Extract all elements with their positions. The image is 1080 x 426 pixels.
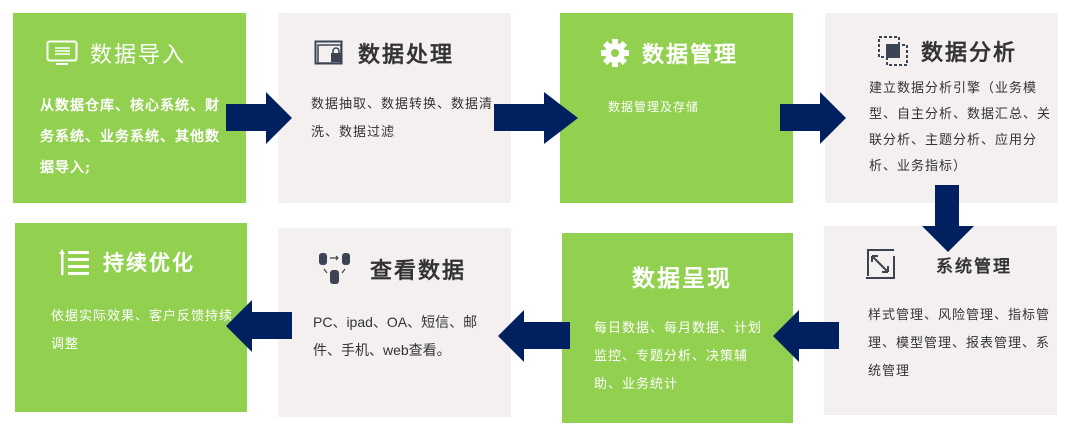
step-data-management: 数据管理 数据管理及存储 xyxy=(560,13,793,203)
step-description: PC、ipad、OA、短信、邮件、手机、web查看。 xyxy=(313,314,478,358)
arrow-right-icon xyxy=(226,92,292,144)
step-data-import: 数据导入 从数据仓库、核心系统、财务系统、业务系统、其他数据导入; xyxy=(13,13,246,203)
step-title: 查看数据 xyxy=(370,258,467,284)
step-description: 从数据仓库、核心系统、财务系统、业务系统、其他数据导入; xyxy=(40,98,220,176)
step-data-presentation: 数据呈现 每日数据、每月数据、计划监控、专题分析、决策辅助、业务统计 xyxy=(562,233,793,423)
step-title: 系统管理 xyxy=(936,256,1012,277)
step-data-processing: 数据处理 数据抽取、数据转换、数据清洗、数据过滤 xyxy=(278,13,511,203)
arrow-down-icon xyxy=(922,185,974,252)
database-sync-icon xyxy=(319,253,350,284)
gear-icon xyxy=(601,39,629,67)
layers-icon xyxy=(878,36,908,66)
step-title: 数据呈现 xyxy=(632,265,732,292)
step-title: 数据分析 xyxy=(921,40,1018,66)
step-title: 数据管理 xyxy=(642,42,739,68)
step-data-analysis: 数据分析 建立数据分析引擎（业务模型、自主分析、数据汇总、关联分析、主题分析、应… xyxy=(825,13,1058,203)
step-description: 数据抽取、数据转换、数据清洗、数据过滤 xyxy=(311,97,494,140)
arrow-left-icon xyxy=(226,300,292,352)
arrow-left-icon xyxy=(773,310,839,362)
list-up-icon xyxy=(59,249,89,275)
step-description: 建立数据分析引擎（业务模型、自主分析、数据汇总、关联分析、主题分析、应用分析、业… xyxy=(869,81,1052,174)
step-title: 数据处理 xyxy=(358,42,455,68)
step-title: 持续优化 xyxy=(103,250,195,275)
resize-icon xyxy=(866,249,895,279)
step-description: 数据管理及存储 xyxy=(608,100,700,114)
step-description: 依据实际效果、客户反馈持续调整 xyxy=(51,309,234,352)
step-view-data: 查看数据 PC、ipad、OA、短信、邮件、手机、web查看。 xyxy=(278,228,511,417)
step-title: 数据导入 xyxy=(90,43,187,68)
arrow-right-icon xyxy=(780,92,846,144)
arrow-right-icon xyxy=(494,92,578,144)
monitor-icon xyxy=(46,40,78,65)
step-system-management: 系统管理 样式管理、风险管理、指标管理、模型管理、报表管理、系统管理 xyxy=(824,226,1057,415)
arrow-left-icon xyxy=(498,310,570,362)
step-description: 每日数据、每月数据、计划监控、专题分析、决策辅助、业务统计 xyxy=(594,321,763,392)
locked-window-icon xyxy=(314,40,343,65)
step-continuous-optimization: 持续优化 依据实际效果、客户反馈持续调整 xyxy=(15,223,247,412)
step-description: 样式管理、风险管理、指标管理、模型管理、报表管理、系统管理 xyxy=(868,308,1051,379)
